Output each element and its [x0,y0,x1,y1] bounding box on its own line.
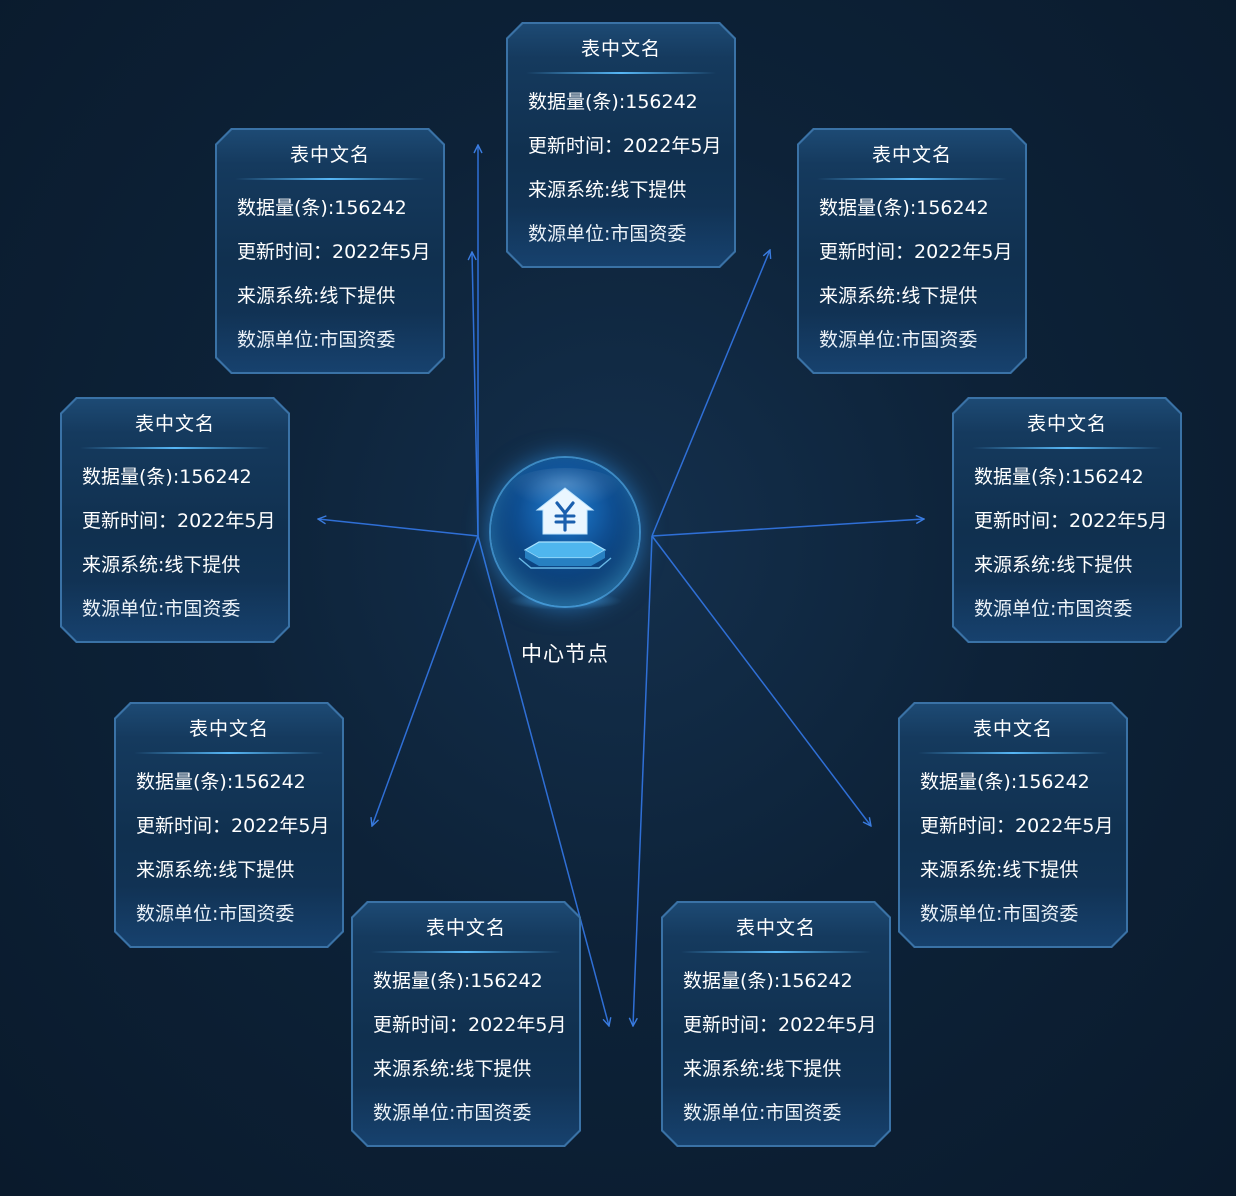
card-row-record-count: 数据量(条):156242 [136,771,306,793]
card-row-source-unit: 数源单位:市国资委 [237,329,396,351]
node-card-lower-left[interactable]: 表中文名 数据量(条):156242 更新时间：2022年5月 来源系统:线下提… [114,702,344,948]
card-title: 表中文名 [1026,413,1107,435]
node-card-left[interactable]: 表中文名 数据量(条):156242 更新时间：2022年5月 来源系统:线下提… [60,397,290,643]
card-title: 表中文名 [425,917,506,939]
card-row-record-count: 数据量(条):156242 [528,91,698,113]
card-divider [134,752,324,754]
card-row-source-unit: 数源单位:市国资委 [373,1102,532,1124]
card-divider [918,752,1108,754]
card-divider [371,951,561,953]
node-card-top[interactable]: 表中文名 数据量(条):156242 更新时间：2022年5月 来源系统:线下提… [506,22,736,268]
card-row-record-count: 数据量(条):156242 [237,197,407,219]
center-node-label: 中心节点 [521,642,609,666]
card-row-record-count: 数据量(条):156242 [82,466,252,488]
card-row-update-time: 更新时间：2022年5月 [82,510,276,532]
card-row-record-count: 数据量(条):156242 [819,197,989,219]
card-row-record-count: 数据量(条):156242 [683,970,853,992]
card-row-update-time: 更新时间：2022年5月 [920,815,1114,837]
card-row-update-time: 更新时间：2022年5月 [237,241,431,263]
card-row-source-unit: 数源单位:市国资委 [82,598,241,620]
card-divider [80,447,270,449]
edge-to-top-left [472,252,479,537]
card-title: 表中文名 [289,144,370,166]
edge-to-lower-left [372,535,479,826]
card-row-source-system: 来源系统:线下提供 [237,285,396,307]
card-divider [526,72,716,74]
node-card-lower-right[interactable]: 表中文名 数据量(条):156242 更新时间：2022年5月 来源系统:线下提… [898,702,1128,948]
node-card-upper-left[interactable]: 表中文名 数据量(条):156242 更新时间：2022年5月 来源系统:线下提… [215,128,445,374]
card-row-record-count: 数据量(条):156242 [974,466,1144,488]
card-row-source-system: 来源系统:线下提供 [683,1058,842,1080]
card-divider [817,178,1007,180]
card-row-source-unit: 数源单位:市国资委 [920,903,1079,925]
card-row-source-system: 来源系统:线下提供 [528,179,687,201]
card-title: 表中文名 [188,718,269,740]
edge-to-bottom-right [633,535,653,1026]
node-card-bottom-left[interactable]: 表中文名 数据量(条):156242 更新时间：2022年5月 来源系统:线下提… [351,901,581,1147]
card-row-source-unit: 数源单位:市国资委 [974,598,1133,620]
card-row-update-time: 更新时间：2022年5月 [819,241,1013,263]
card-row-source-system: 来源系统:线下提供 [82,554,241,576]
card-divider [235,178,425,180]
node-card-right[interactable]: 表中文名 数据量(条):156242 更新时间：2022年5月 来源系统:线下提… [952,397,1182,643]
card-title: 表中文名 [735,917,816,939]
edge-to-right [651,519,924,537]
card-row-record-count: 数据量(条):156242 [373,970,543,992]
node-card-upper-right[interactable]: 表中文名 数据量(条):156242 更新时间：2022年5月 来源系统:线下提… [797,128,1027,374]
card-row-source-unit: 数源单位:市国资委 [819,329,978,351]
card-row-source-unit: 数源单位:市国资委 [528,223,687,245]
edge-to-lower-right [651,535,871,826]
card-row-source-unit: 数源单位:市国资委 [136,903,295,925]
card-divider [972,447,1162,449]
card-row-source-system: 来源系统:线下提供 [136,859,295,881]
card-row-source-unit: 数源单位:市国资委 [683,1102,842,1124]
center-node[interactable] [491,458,639,606]
card-row-update-time: 更新时间：2022年5月 [373,1014,567,1036]
card-title: 表中文名 [871,144,952,166]
card-title: 表中文名 [972,718,1053,740]
card-row-record-count: 数据量(条):156242 [920,771,1090,793]
card-row-update-time: 更新时间：2022年5月 [528,135,722,157]
card-row-source-system: 来源系统:线下提供 [819,285,978,307]
card-title: 表中文名 [134,413,215,435]
card-row-update-time: 更新时间：2022年5月 [136,815,330,837]
card-row-update-time: 更新时间：2022年5月 [683,1014,877,1036]
card-divider [681,951,871,953]
card-title: 表中文名 [580,38,661,60]
card-row-source-system: 来源系统:线下提供 [373,1058,532,1080]
card-row-source-system: 来源系统:线下提供 [920,859,1079,881]
edge-to-top-right [651,250,770,537]
card-row-update-time: 更新时间：2022年5月 [974,510,1168,532]
yuan-house-icon [518,487,612,569]
edge-to-left [318,519,479,537]
card-row-source-system: 来源系统:线下提供 [974,554,1133,576]
node-card-bottom-right[interactable]: 表中文名 数据量(条):156242 更新时间：2022年5月 来源系统:线下提… [661,901,891,1147]
